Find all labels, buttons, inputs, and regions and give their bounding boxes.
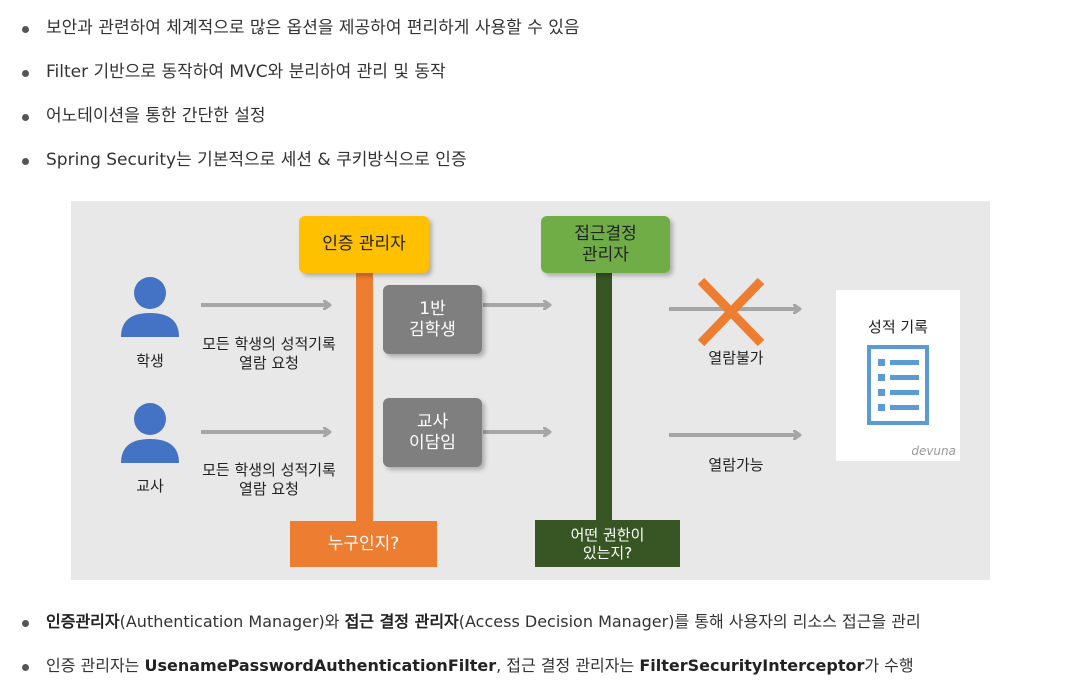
teacher-identity-box: 교사 이담임 xyxy=(383,398,482,467)
bullet-dot xyxy=(22,114,29,121)
request-line-1: 모든 학생의 성적기록 xyxy=(202,335,336,353)
auth-manager-label: 인증 관리자 xyxy=(322,234,406,254)
access-manager-line-1: 접근결정 xyxy=(574,223,637,244)
watermark: devuna xyxy=(911,444,956,458)
diagram-graphics xyxy=(121,273,990,523)
teacher-label: 교사 xyxy=(136,477,164,495)
student-id-line-2: 김학생 xyxy=(409,319,456,340)
student-identity-box: 1반 김학생 xyxy=(383,285,482,354)
access-manager-box: 접근결정 관리자 xyxy=(541,216,670,273)
teacher-person-icon xyxy=(121,403,179,463)
grade-record-panel: 성적 기록 devuna xyxy=(836,290,960,461)
bullet-dot xyxy=(22,620,29,627)
student-request-text: 모든 학생의 성적기록 열람 요청 xyxy=(189,335,349,373)
bullet-text: 보안과 관련하여 체계적으로 많은 옵션을 제공하여 편리하게 사용할 수 있음 xyxy=(46,18,580,38)
auth-manager-box: 인증 관리자 xyxy=(299,216,429,273)
perm-question-line-1: 어떤 권한이 xyxy=(570,525,645,544)
request-line-2: 열람 요청 xyxy=(239,480,299,498)
who-question-box: 누구인지? xyxy=(290,521,437,567)
bullet-text: 인증 관리자는 UsenamePasswordAuthenticationFil… xyxy=(46,654,914,678)
bullet-text: 어노테이션을 통한 간단한 설정 xyxy=(46,106,266,126)
auth-manager-desc: (Authentication Manager)와 xyxy=(119,612,345,631)
access-manager-term: 접근 결정 관리자 xyxy=(344,612,459,631)
auth-manager-term: 인증관리자 xyxy=(46,612,120,631)
permission-question-box: 어떤 권한이 있는지? xyxy=(535,520,680,567)
text-part-3: 가 수행 xyxy=(864,656,914,675)
bullet-dot xyxy=(22,158,29,165)
document-list-icon xyxy=(867,345,929,425)
filter-name-2: FilterSecurityInterceptor xyxy=(639,656,865,675)
text-part-2: , 접근 결정 관리자는 xyxy=(496,656,640,675)
bullet-text: Spring Security는 기본적으로 세션 & 쿠키방식으로 인증 xyxy=(46,150,467,170)
denied-x-icon xyxy=(697,277,765,347)
bullet-dot xyxy=(22,26,29,33)
text-part-1: 인증 관리자는 xyxy=(46,656,145,675)
request-line-1: 모든 학생의 성적기록 xyxy=(202,461,336,479)
spring-security-diagram: 학생 교사 모든 학생의 성적기록 열람 요청 모든 학생의 성적기록 열람 요… xyxy=(71,201,990,580)
teacher-request-text: 모든 학생의 성적기록 열람 요청 xyxy=(189,461,349,499)
student-label: 학생 xyxy=(136,352,164,370)
bullet-text: Filter 기반으로 동작하여 MVC와 분리하여 관리 및 동작 xyxy=(46,62,446,82)
teacher-id-line-2: 이담임 xyxy=(409,432,456,453)
denied-label: 열람불가 xyxy=(708,349,764,367)
student-person-icon xyxy=(121,277,179,337)
access-manager-desc: (Access Decision Manager)를 통해 사용자의 리소스 접… xyxy=(458,612,921,631)
bullet-dot xyxy=(22,70,29,77)
bullet-dot xyxy=(22,664,29,671)
grade-record-title: 성적 기록 xyxy=(868,318,928,336)
access-manager-line-2: 관리자 xyxy=(582,244,629,265)
request-line-2: 열람 요청 xyxy=(239,354,299,372)
bullet-text: 인증관리자(Authentication Manager)와 접근 결정 관리자… xyxy=(46,610,921,634)
allowed-label: 열람가능 xyxy=(708,456,764,474)
perm-question-line-2: 있는지? xyxy=(582,543,633,562)
auth-manager-bar xyxy=(356,273,373,523)
student-id-line-1: 1반 xyxy=(419,298,446,319)
who-question-label: 누구인지? xyxy=(327,533,400,554)
access-manager-bar xyxy=(596,273,612,523)
teacher-id-line-1: 교사 xyxy=(416,411,449,432)
filter-name-1: UsenamePasswordAuthenticationFilter xyxy=(144,656,497,675)
